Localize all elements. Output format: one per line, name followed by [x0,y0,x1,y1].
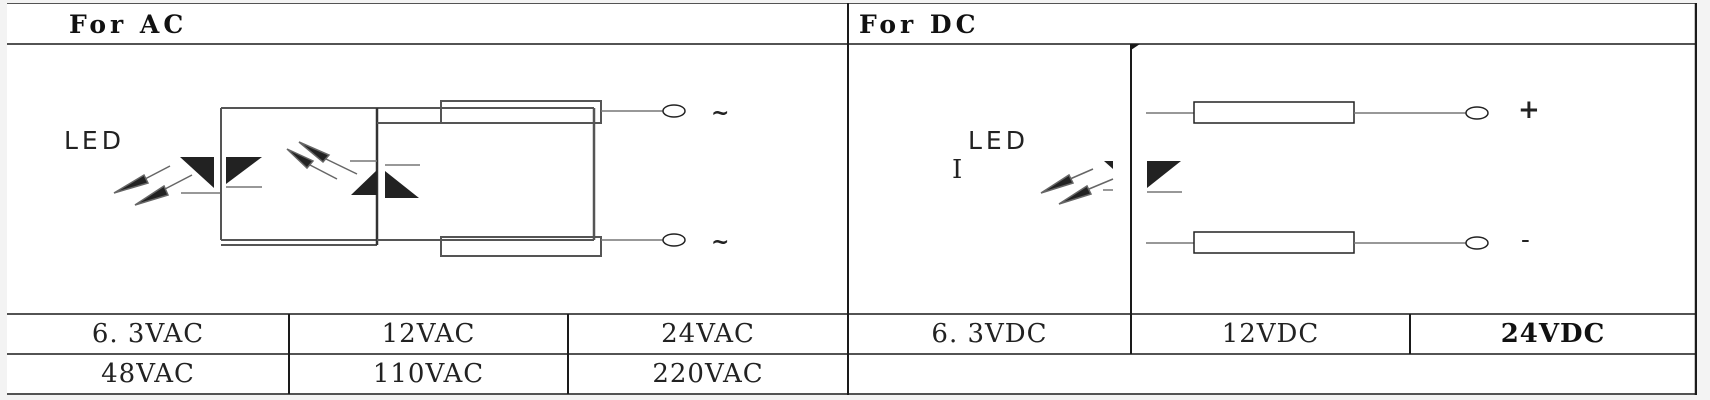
dc-section-title: For DC [859,10,980,39]
ac-voltage-cell: 6. 3VAC [91,319,205,349]
dc-circuit [1040,101,1489,254]
dc-voltage-cell: 6. 3VDC [931,319,1048,349]
dc-plus-symbol: + [1518,95,1540,125]
led-wiring-table: ~ ~ [7,3,1697,395]
dc-diode-icon [1147,161,1181,188]
dc-terminal-minus [1465,236,1489,250]
dc-light-emission-arrows-icon [1040,168,1114,205]
dc-current-label: I [952,155,963,185]
ac-terminal-bottom [662,233,686,247]
dc-voltage-cell: 12VDC [1221,319,1320,349]
ac-circuit: ~ ~ [113,100,729,257]
circuit-diagram: ~ ~ [7,3,1697,395]
dc-led-label: LED [968,126,1029,155]
ac-led-label: LED [64,126,125,155]
ac-section-title: For AC [69,10,188,39]
led-diode-icon [180,157,214,188]
ac-voltage-cell: 24VAC [661,319,755,349]
dc-resistor-top [1193,101,1355,124]
light-emission-arrows-icon [113,165,193,206]
ac-terminal-bottom-symbol: ~ [711,229,729,255]
dc-minus-symbol: - [1521,225,1530,255]
dc-voltage-cell-highlighted: 24VDC [1500,319,1606,349]
photo-arrows-icon [286,141,358,180]
ac-voltage-cell: 220VAC [652,359,764,389]
ac-terminal-top [662,104,686,118]
ac-voltage-cell: 48VAC [101,359,195,389]
table-grid [7,3,1697,395]
dc-resistor-bottom [1193,231,1355,254]
ac-voltage-cell: 12VAC [381,319,476,349]
ac-voltage-cell: 110VAC [372,359,485,389]
ac-terminal-top-symbol: ~ [711,100,729,126]
dc-terminal-plus [1465,106,1489,120]
